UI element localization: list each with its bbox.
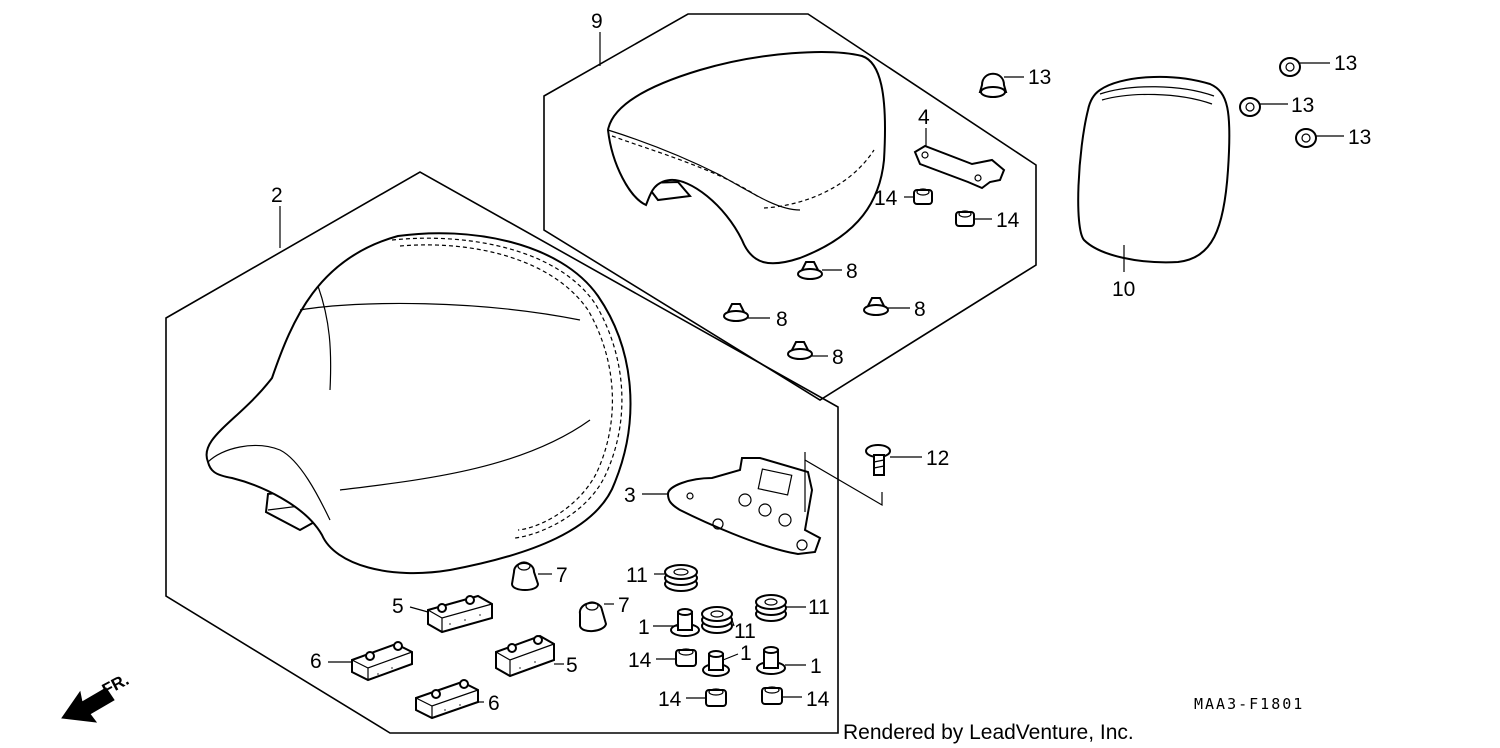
callout-14-d: 14	[658, 688, 682, 711]
main-seat-group-outline	[165, 171, 839, 734]
grommet-8-b[interactable]	[723, 303, 749, 322]
callout-1-a: 1	[638, 616, 650, 639]
callout-14-a: 14	[874, 187, 898, 210]
grommet-8-d[interactable]	[787, 341, 813, 360]
diagram-code: MAA3-F1801	[1194, 695, 1304, 713]
callout-5-a: 5	[392, 595, 404, 618]
damper-7-b[interactable]	[578, 601, 608, 632]
leader-lines	[279, 32, 1344, 703]
block-6-b[interactable]	[415, 679, 479, 720]
callout-13-top: 13	[1028, 66, 1051, 89]
nut-13-c[interactable]	[1295, 128, 1317, 148]
acorn-nut-13-top[interactable]	[978, 72, 1008, 98]
callout-1-b: 1	[740, 642, 752, 665]
render-credit: Rendered by LeadVenture, Inc.	[843, 721, 1134, 744]
rubber-ring-11-c[interactable]	[755, 594, 787, 622]
callout-11-b: 11	[734, 620, 756, 643]
callout-6-a: 6	[310, 650, 322, 673]
front-direction-indicator: FR.	[61, 670, 132, 723]
callout-8-c: 8	[914, 298, 926, 321]
main-seat[interactable]	[205, 232, 632, 575]
callout-8-b: 8	[776, 308, 788, 331]
nut-13-a[interactable]	[1279, 57, 1301, 77]
callout-3: 3	[624, 484, 636, 507]
callout-12: 12	[926, 447, 949, 470]
callout-9: 9	[591, 10, 603, 33]
callout-8-d: 8	[832, 346, 844, 369]
callout-7-a: 7	[556, 564, 568, 587]
block-5-a[interactable]	[427, 594, 493, 634]
block-6-a[interactable]	[351, 641, 413, 682]
nut-14-d[interactable]	[705, 688, 727, 707]
damper-7-a[interactable]	[510, 561, 540, 591]
nut-14-a[interactable]	[913, 188, 933, 205]
backrest-pad[interactable]	[1077, 75, 1231, 264]
grommet-8-c[interactable]	[863, 297, 889, 316]
callout-14-b: 14	[996, 209, 1020, 232]
front-arrow-icon	[61, 687, 115, 723]
passenger-seat-group-outline	[543, 13, 1037, 401]
nut-14-c[interactable]	[675, 648, 697, 667]
callout-7-b: 7	[618, 594, 630, 617]
block-5-b[interactable]	[495, 634, 555, 678]
callout-13-a: 13	[1334, 52, 1357, 75]
callout-13-c: 13	[1348, 126, 1371, 149]
nut-14-b[interactable]	[955, 210, 975, 227]
rubber-ring-11-a[interactable]	[664, 564, 698, 592]
collar-1-c[interactable]	[756, 646, 786, 675]
callout-labels: 2 9 4 10 3 12 13 13 13 13 14 14 8 8 8 8 …	[271, 10, 1371, 715]
passenger-seat-bracket[interactable]	[913, 144, 1006, 190]
callout-1-c: 1	[810, 655, 822, 678]
nut-14-e[interactable]	[761, 686, 783, 705]
grommet-8-a[interactable]	[797, 261, 823, 280]
nut-13-b[interactable]	[1239, 97, 1261, 117]
callout-14-c: 14	[628, 649, 652, 672]
callout-14-e: 14	[806, 688, 830, 711]
callout-5-b: 5	[566, 654, 578, 677]
callout-13-b: 13	[1291, 94, 1314, 117]
seat-bracket[interactable]	[666, 457, 822, 556]
callout-8-a: 8	[846, 260, 858, 283]
callout-10: 10	[1112, 278, 1135, 301]
callout-11-c: 11	[808, 596, 830, 619]
passenger-seat[interactable]	[606, 51, 887, 265]
collar-1-b[interactable]	[702, 650, 730, 677]
bolt-12[interactable]	[865, 444, 891, 476]
callout-11-a: 11	[626, 564, 648, 587]
callout-6-b: 6	[488, 692, 500, 715]
callout-4: 4	[918, 106, 930, 129]
callout-2: 2	[271, 184, 283, 207]
collar-1-a[interactable]	[670, 608, 700, 637]
rubber-ring-11-b[interactable]	[701, 606, 733, 634]
